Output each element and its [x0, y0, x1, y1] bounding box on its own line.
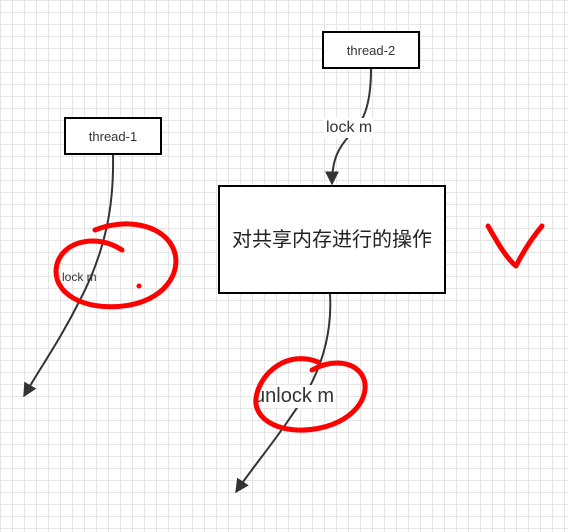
thread-1-node[interactable]: thread-1 — [64, 117, 162, 155]
red-circle-lock — [53, 221, 179, 310]
unlock-edge — [235, 293, 332, 494]
thread-2-node[interactable]: thread-2 — [322, 31, 420, 69]
shared-memory-operation-node[interactable]: 对共享内存进行的操作 — [218, 185, 446, 294]
thread1-lock-label: lock m — [62, 270, 97, 284]
thread2-lock-label: lock m — [324, 118, 375, 138]
thread-1-label: thread-1 — [88, 128, 138, 144]
red-dot — [136, 283, 142, 289]
thread-2-label: thread-2 — [346, 42, 396, 58]
red-circle-unlock — [253, 356, 368, 433]
shared-memory-operation-label: 对共享内存进行的操作 — [232, 228, 432, 251]
red-checkmark — [485, 223, 545, 269]
unlock-label: unlock m — [252, 385, 337, 408]
